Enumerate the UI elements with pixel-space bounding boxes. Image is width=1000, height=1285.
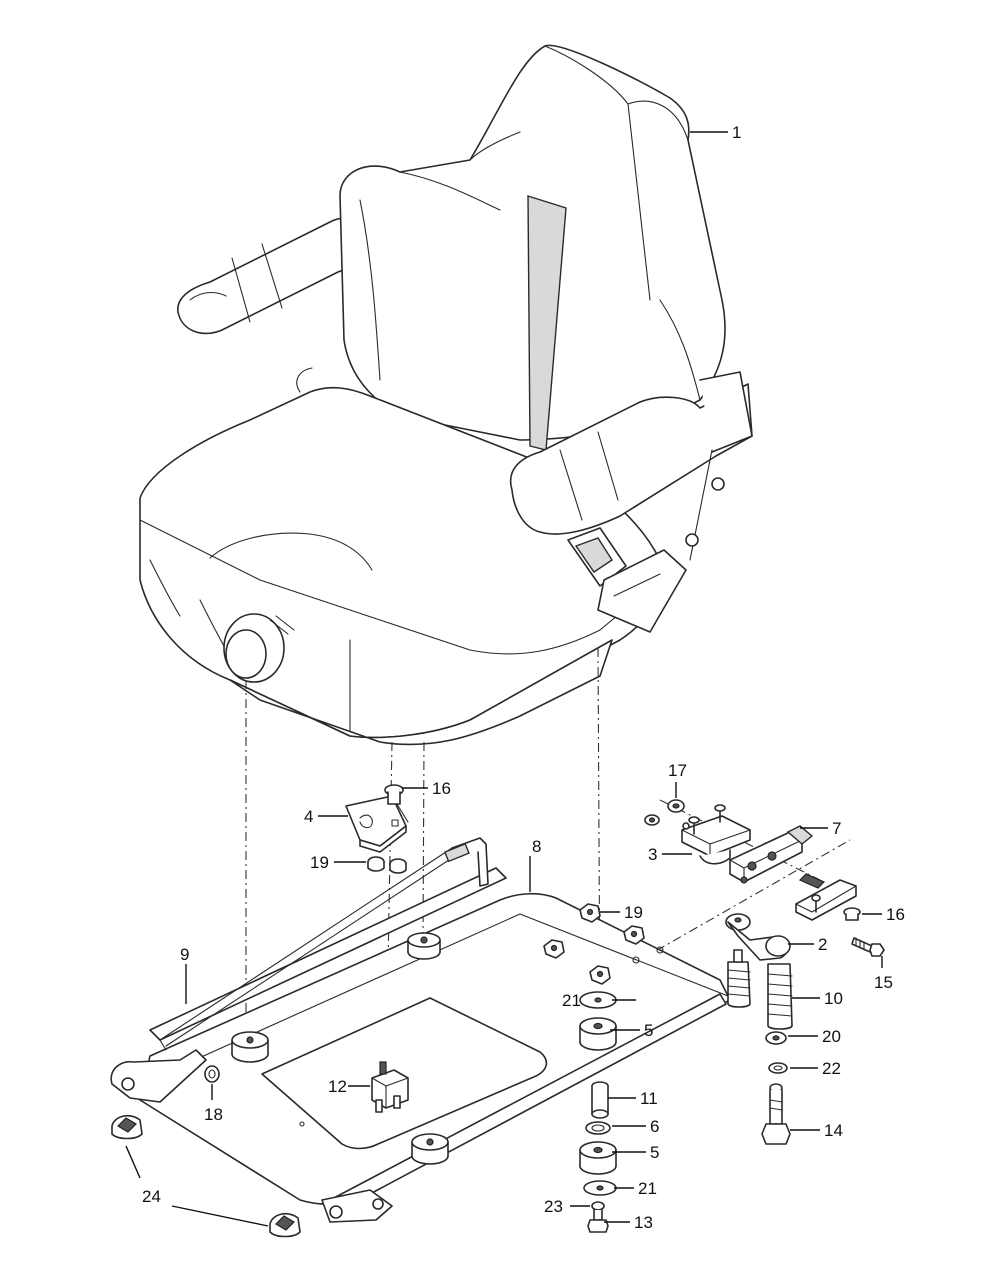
pin-16-lower <box>843 907 861 921</box>
nut-17 <box>667 799 685 813</box>
callout-24: 24 <box>142 1187 161 1206</box>
callout-21a: 21 <box>562 991 581 1010</box>
washer-21-lower <box>583 1180 617 1196</box>
right-armrest <box>509 371 753 561</box>
nut-19-left <box>367 856 407 874</box>
backrest <box>339 44 726 451</box>
callout-12: 12 <box>328 1077 347 1096</box>
callout-16a: 16 <box>432 779 451 798</box>
callout-11: 11 <box>640 1089 658 1108</box>
washer-20 <box>765 1031 787 1045</box>
callout-5b: 5 <box>650 1143 659 1162</box>
callout-3: 3 <box>648 845 657 864</box>
belt-mount-7 <box>729 825 814 884</box>
callout-19a: 19 <box>310 853 329 872</box>
callout-9: 9 <box>180 945 189 964</box>
isolator-5-upper <box>579 1017 617 1051</box>
callout-2: 2 <box>818 935 827 954</box>
bracket-right <box>795 879 857 921</box>
plate-nut <box>579 903 601 923</box>
leader-lines <box>125 131 883 1227</box>
bracket-3 <box>681 804 751 865</box>
plate-nut <box>543 939 565 959</box>
callout-4: 4 <box>304 807 313 826</box>
seat-switch-12 <box>371 1061 409 1113</box>
seat-assembly <box>139 44 753 746</box>
spring-left <box>727 949 751 1008</box>
seat-belt-buckle <box>567 527 687 633</box>
bolt-15 <box>851 937 885 957</box>
callout-10: 10 <box>824 989 843 1008</box>
stud-bolt <box>798 873 826 889</box>
clip-24-right <box>269 1212 301 1238</box>
pin-16-upper <box>384 784 404 805</box>
washer-22 <box>768 1062 788 1074</box>
plate-nut <box>623 925 645 945</box>
callout-8: 8 <box>532 837 541 856</box>
washer-23 <box>591 1201 605 1211</box>
spring-10 <box>767 963 793 1030</box>
callout-22: 22 <box>822 1059 841 1078</box>
callout-23: 23 <box>544 1197 563 1216</box>
callout-7: 7 <box>832 819 841 838</box>
slide-release-handle <box>159 837 489 1047</box>
slide-rail-left <box>110 867 507 1103</box>
callout-18: 18 <box>204 1105 223 1124</box>
callout-15: 15 <box>874 973 893 992</box>
adjustment-knob <box>223 613 295 683</box>
plate-nut <box>589 965 611 985</box>
callout-19b: 19 <box>624 903 643 922</box>
callout-13: 13 <box>634 1213 653 1232</box>
plate-isolators <box>204 903 645 1165</box>
left-armrest <box>177 217 363 335</box>
callout-21b: 21 <box>638 1179 657 1198</box>
shock-eye-2 <box>725 913 791 961</box>
bolt-14 <box>761 1083 791 1145</box>
callout-20: 20 <box>822 1027 841 1046</box>
callout-labels: 1 2 3 4 5 5 6 7 8 9 10 11 12 13 14 15 16… <box>142 123 905 1232</box>
washer-6 <box>585 1121 611 1135</box>
callout-14: 14 <box>824 1121 843 1140</box>
bracket-4 <box>345 795 409 853</box>
bolt-13 <box>587 1209 609 1233</box>
callout-1: 1 <box>732 123 741 142</box>
spacer-11 <box>591 1081 609 1119</box>
washer-21-upper <box>579 991 617 1009</box>
callout-6: 6 <box>650 1117 659 1136</box>
washer-upper <box>644 814 660 826</box>
callout-16b: 16 <box>886 905 905 924</box>
callout-5a: 5 <box>644 1021 653 1040</box>
callout-17: 17 <box>668 761 687 780</box>
isolator-5-lower <box>579 1141 617 1175</box>
clip-24-left <box>111 1114 143 1140</box>
